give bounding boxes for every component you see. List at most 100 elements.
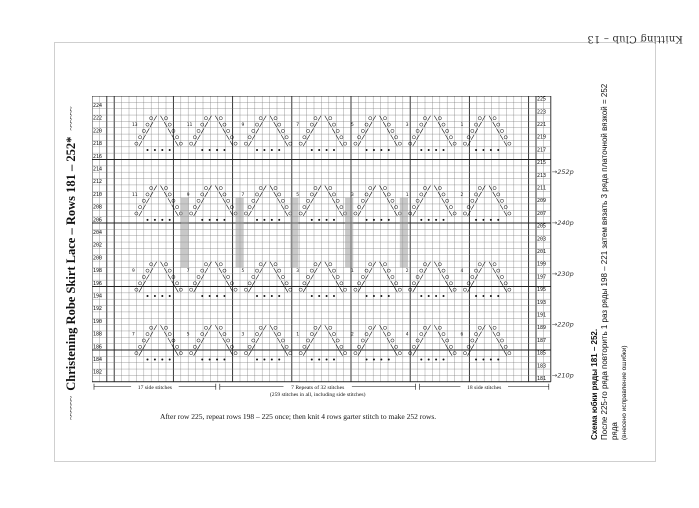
yarn-over-mark [386,332,391,336]
ssk-mark [445,280,449,286]
ssk-mark [171,344,175,350]
purl-dot [263,358,266,361]
k2tog-mark [142,280,146,286]
k2tog-mark [470,204,475,210]
purl-dot [420,358,423,361]
ssk-mark [437,121,442,128]
purl-dot [387,218,390,221]
k2tog-mark [262,261,267,267]
k2tog-mark [361,134,365,140]
k2tog-mark [262,325,267,331]
yarn-over-mark [445,198,450,203]
row-label-right: 199 [537,262,546,268]
k2tog-mark [474,128,479,134]
purl-dot [270,218,273,221]
ssk-mark [269,261,274,267]
k2tog-mark [419,198,424,204]
yarn-over-mark [226,198,231,203]
k2tog-mark [255,128,260,134]
k2tog-mark [416,204,420,210]
ssk-mark [339,210,343,217]
yarn-over-mark [251,338,256,343]
purl-dot [168,218,171,221]
yarn-over-mark [357,344,361,349]
ssk-mark [503,350,508,356]
yarn-over-mark [309,332,314,336]
row-label-left: 190 [93,319,102,325]
ssk-mark [503,287,508,293]
yarn-over-mark [423,262,427,267]
yarn-over-mark [288,287,293,292]
handwritten-row-mark: →230р [552,270,574,278]
row-label-right: 181 [537,376,546,382]
purl-dot [146,295,149,298]
purl-dot [489,218,492,221]
yarn-over-mark [415,129,420,133]
ssk-mark [229,140,234,147]
ssk-mark [328,331,332,337]
k2tog-mark [478,267,482,274]
row-label-left: 206 [93,217,102,223]
yarn-over-mark [251,275,256,279]
ssk-mark [448,287,453,293]
purl-dot [427,148,430,151]
cell-number: 5 [351,122,354,128]
yarn-over-mark [134,141,139,146]
purl-dot [310,148,313,151]
ssk-mark [492,191,497,198]
purl-dot [223,218,226,221]
k2tog-mark [197,134,201,140]
cell-number: 7 [241,192,244,198]
k2tog-mark [259,331,263,337]
yarn-over-mark [500,129,504,133]
ssk-mark [445,204,449,210]
chart-title-text: Christening Robe Skirt Lace – Rows 181 –… [63,136,78,391]
k2tog-mark [153,325,157,331]
ssk-mark [448,350,453,356]
yarn-over-mark [328,325,333,330]
k2tog-mark [478,191,482,198]
yarn-over-mark [247,344,252,349]
ssk-mark [167,128,172,134]
yarn-over-mark [138,205,142,209]
ssk-mark [488,185,493,191]
row-label-right: 197 [537,274,546,280]
k2tog-mark [204,121,209,128]
purl-dot [489,358,492,361]
ssk-mark [273,267,277,274]
cell-number: 9 [132,268,135,274]
k2tog-mark [368,121,373,128]
yarn-over-mark [255,192,259,197]
purl-dot [310,358,313,361]
purl-dot [475,295,478,298]
yarn-over-mark [477,262,482,267]
yarn-over-mark [193,344,197,349]
k2tog-mark [248,350,252,356]
ssk-mark [331,198,336,204]
ssk-mark [448,210,453,217]
purl-dot [146,148,149,151]
yarn-over-mark [394,344,398,349]
purl-dot [387,358,390,361]
k2tog-mark [478,331,482,337]
k2tog-mark [423,331,428,337]
purl-dot [420,148,423,151]
yarn-over-mark [364,332,369,336]
purl-dot [332,295,335,298]
yarn-over-mark [277,268,282,273]
yarn-over-mark [474,268,478,273]
k2tog-mark [310,128,314,134]
yarn-over-mark [313,186,318,190]
cell-number: 1 [296,332,299,338]
row-label-left: 220 [93,128,102,134]
ru-note-body: После 225-го ряда повторить 1 раз ряды 1… [600,83,619,440]
k2tog-mark [248,140,252,147]
ssk-mark [218,331,223,337]
yarn-over-mark [175,344,179,349]
purl-dot [442,148,445,151]
yarn-over-mark [452,351,457,356]
yarn-over-mark [204,325,208,330]
k2tog-mark [314,267,318,274]
yarn-over-mark [281,129,285,133]
purl-dot [435,218,438,221]
